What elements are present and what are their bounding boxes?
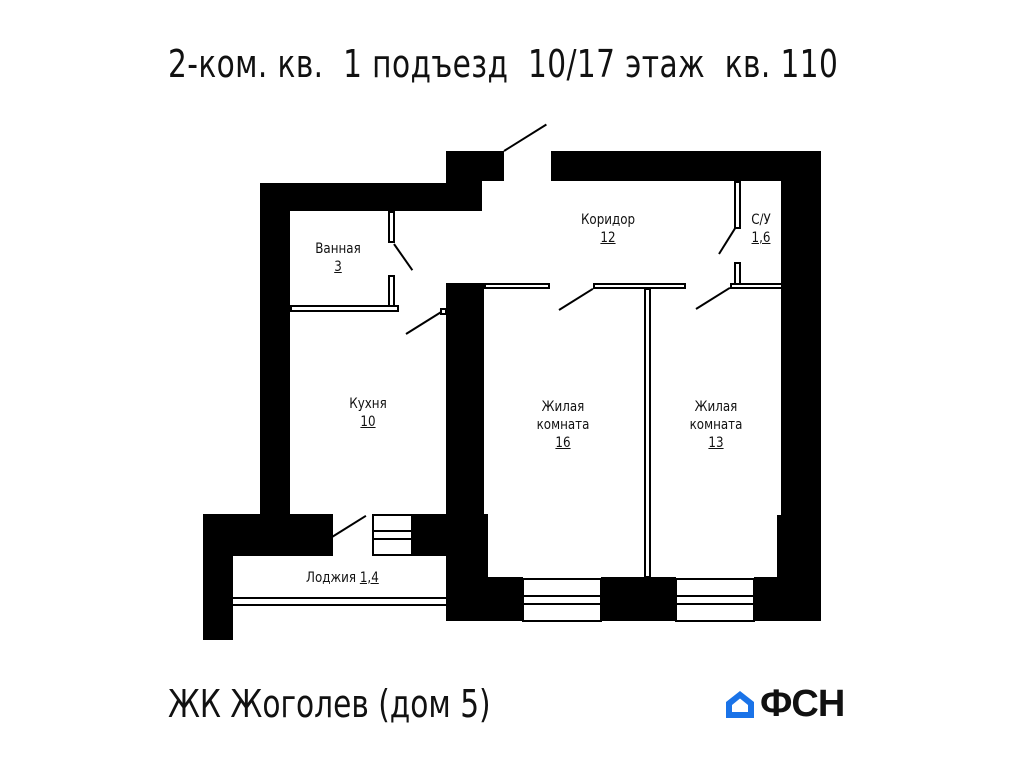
partition-bath-top: [388, 211, 395, 243]
partition-bath-kitchen: [290, 305, 399, 312]
partition-kitchen-stub: [440, 308, 447, 315]
room-name: Кухня: [349, 396, 387, 412]
plan-title: 2-ком. кв. 1 подъезд 10/17 этаж кв. 110: [168, 42, 839, 86]
room-name: С/У: [751, 212, 771, 228]
room-label-kitchen: Кухня 10: [343, 395, 394, 431]
wall-entry-block-lower: [446, 181, 482, 211]
loggia-rail-1: [233, 597, 446, 599]
door-room16: [558, 287, 594, 311]
window-room-16: [522, 578, 602, 622]
door-wc: [718, 228, 736, 255]
complex-name: ЖК Жоголев (дом 5): [168, 682, 491, 726]
room-label-wc: С/У 1,6: [744, 211, 778, 247]
room-area: 13: [708, 435, 724, 451]
room-name-line2: комната: [536, 417, 590, 433]
room-name-line1: Жилая: [694, 399, 738, 415]
partition-wc-top: [734, 181, 741, 229]
room-name-line1: Жилая: [541, 399, 585, 415]
room-label-loggia: Лоджия 1,4: [306, 569, 379, 587]
door-room13: [695, 286, 731, 310]
room-label-living-16: Жилая комната 16: [529, 398, 597, 452]
room-name: Коридор: [580, 212, 636, 228]
room-label-bathroom: Ванная 3: [313, 240, 364, 276]
room-label-corridor: Коридор 12: [574, 211, 642, 247]
door-loggia: [331, 514, 367, 538]
room-area: 10: [360, 414, 376, 430]
partition-rooms: [644, 288, 651, 578]
room-label-living-13: Жилая комната 13: [682, 398, 750, 452]
wall-top-left: [260, 183, 482, 211]
wall-bottom-c: [754, 577, 821, 621]
room-area: 16: [555, 435, 571, 451]
room-area: 1,4: [359, 570, 379, 586]
wall-kitchen-room: [446, 283, 484, 523]
partition-room16-top-left: [484, 283, 550, 289]
wall-entry-block: [446, 151, 504, 181]
wall-kitchen-bottom-left: [203, 514, 333, 556]
house-icon: [726, 691, 754, 718]
door-bath: [393, 243, 414, 271]
window-room-13: [675, 578, 755, 622]
partition-wc-room13: [730, 283, 783, 289]
wall-bottom-b: [601, 577, 676, 621]
fsn-logo: ФСН: [724, 683, 845, 725]
window-kitchen: [372, 514, 413, 556]
room-area: 1,6: [751, 230, 771, 246]
room-area: 12: [600, 230, 616, 246]
wall-left: [260, 183, 290, 541]
wall-top-right: [551, 151, 821, 181]
logo-text: ФСН: [760, 683, 845, 725]
door-kitchen: [405, 310, 443, 335]
room-area: 3: [334, 259, 342, 275]
loggia-rail-2: [233, 604, 446, 606]
wall-bottom-a: [446, 577, 523, 621]
wall-right-inner-lower: [777, 515, 787, 620]
room-name-line2: комната: [689, 417, 743, 433]
room-name: Лоджия: [306, 570, 357, 586]
room-name: Ванная: [315, 241, 361, 257]
partition-room16-top-right: [593, 283, 686, 289]
wall-right: [781, 151, 821, 621]
door-entry: [503, 123, 547, 152]
